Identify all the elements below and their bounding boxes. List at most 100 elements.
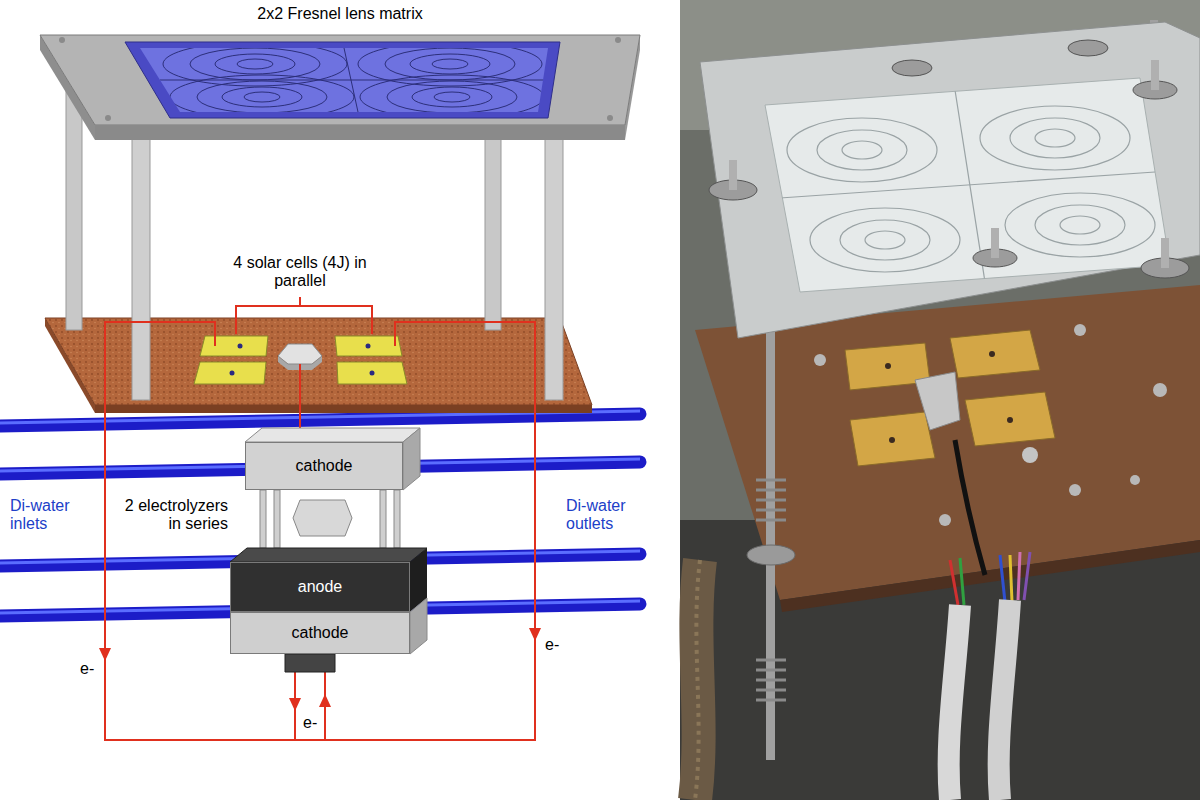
solar-cell (337, 362, 407, 384)
photo-wing-nut (709, 40, 1189, 278)
lens-plate (95, 125, 625, 140)
current-arrow (99, 648, 111, 661)
solar-cell (370, 371, 375, 376)
photo-board (1022, 447, 1038, 463)
node-text: cathode (292, 624, 349, 642)
electron-label: e- (80, 660, 100, 678)
electrolyzer-stack (293, 500, 352, 536)
current-arrow (289, 698, 301, 711)
photo-board (814, 354, 826, 366)
circuit-board (95, 405, 592, 413)
photo-wing-nut (1068, 40, 1108, 56)
fresnel-lens (360, 75, 544, 119)
photo-background (695, 560, 700, 800)
cathode-block: cathode (245, 442, 403, 490)
fresnel-lens (358, 42, 542, 86)
fresnel-lens (412, 87, 492, 107)
photo-lens-plate (700, 22, 1200, 338)
electrolyzer-stack (260, 490, 266, 548)
electrolyzer-stack (274, 490, 280, 548)
photo-lens-plate (810, 208, 960, 272)
solar-cell (230, 371, 235, 376)
solar-cell (238, 344, 243, 349)
electrolyzer-stack (380, 490, 386, 548)
photo-board (780, 540, 1200, 612)
fresnel-lens (237, 59, 273, 69)
photo-board (1130, 475, 1140, 485)
fresnel-lens (160, 80, 545, 81)
photo-wing-nut (729, 160, 737, 190)
fresnel-lens (170, 75, 354, 119)
photo-solar-cell (950, 330, 1040, 378)
leader-bracket (236, 306, 372, 334)
photo-wing-nut (1151, 60, 1159, 90)
photo-lens-plate (842, 141, 882, 159)
fresnel-lens (125, 42, 560, 119)
wire (105, 322, 535, 740)
support-pillar (485, 110, 501, 330)
anode-block: anode (230, 562, 410, 612)
fresnel-lens (160, 42, 545, 119)
electrolyzer-stack (403, 428, 420, 490)
lens-plate (615, 37, 621, 43)
electrolyzer-stack (245, 428, 420, 442)
photo-cables (960, 558, 964, 605)
photo-cables (1018, 552, 1020, 600)
node-text: anode (298, 578, 343, 596)
solar-cell (335, 336, 402, 356)
photo-lens-plate (780, 172, 1155, 198)
photo-cables (1024, 552, 1030, 600)
electrolyzer-stack (230, 548, 427, 562)
support-pillar (66, 90, 82, 330)
electrolyzer-stack (410, 598, 427, 654)
photo-lens-plate (765, 78, 1170, 292)
photo-solar-cell (889, 437, 895, 443)
outlet-label: Di-water outlets (566, 497, 656, 534)
fresnel-lens (432, 59, 468, 69)
solar-cell (366, 344, 371, 349)
photo-background (695, 560, 700, 800)
circuit-board (45, 318, 592, 413)
photo-lens-plate (980, 106, 1130, 170)
photo-solar-cell (965, 392, 1055, 446)
circuit-board (45, 318, 592, 405)
photo-solar-cell (885, 363, 891, 369)
lens-plate (40, 35, 640, 125)
photo-cables (1000, 555, 1005, 602)
photo-lens-plate (1035, 205, 1125, 245)
photo-wing-nut (991, 228, 999, 258)
photo-lens-plate (1005, 193, 1155, 257)
photo-cables (1010, 555, 1012, 602)
photo-cables (999, 600, 1010, 800)
electrolyzer-stack (285, 654, 335, 672)
support-pillar (545, 138, 563, 400)
photo-board (1074, 324, 1086, 336)
electron-label: e- (545, 636, 567, 654)
leader-bracket (299, 297, 301, 306)
photo-board (939, 514, 951, 526)
fresnel-lens (434, 92, 470, 102)
solar-cell (200, 336, 268, 356)
solar-cell (194, 362, 266, 384)
photo-lens-plate (865, 231, 905, 249)
lens-plate (607, 115, 613, 121)
current-arrow (529, 628, 541, 641)
photo-cables (949, 605, 960, 800)
node-text: cathode (296, 457, 353, 475)
fresnel-lens (244, 92, 280, 102)
photo-threaded-rod (756, 480, 786, 700)
heat-sink-hexagon (278, 344, 322, 364)
photo-cables (949, 440, 1030, 800)
electrolyzer-stack (394, 490, 400, 548)
photo-lens-plate (1010, 118, 1100, 158)
support-pillar (132, 138, 150, 400)
photo-board (1153, 383, 1167, 397)
photo-solar-cell (915, 372, 960, 430)
photo-lens-plate (817, 130, 907, 170)
cell-label: 4 solar cells (4J) in parallel (215, 254, 385, 291)
wire (299, 364, 301, 428)
lens-label: 2x2 Fresnel lens matrix (200, 5, 480, 23)
lens-plate (105, 115, 111, 121)
